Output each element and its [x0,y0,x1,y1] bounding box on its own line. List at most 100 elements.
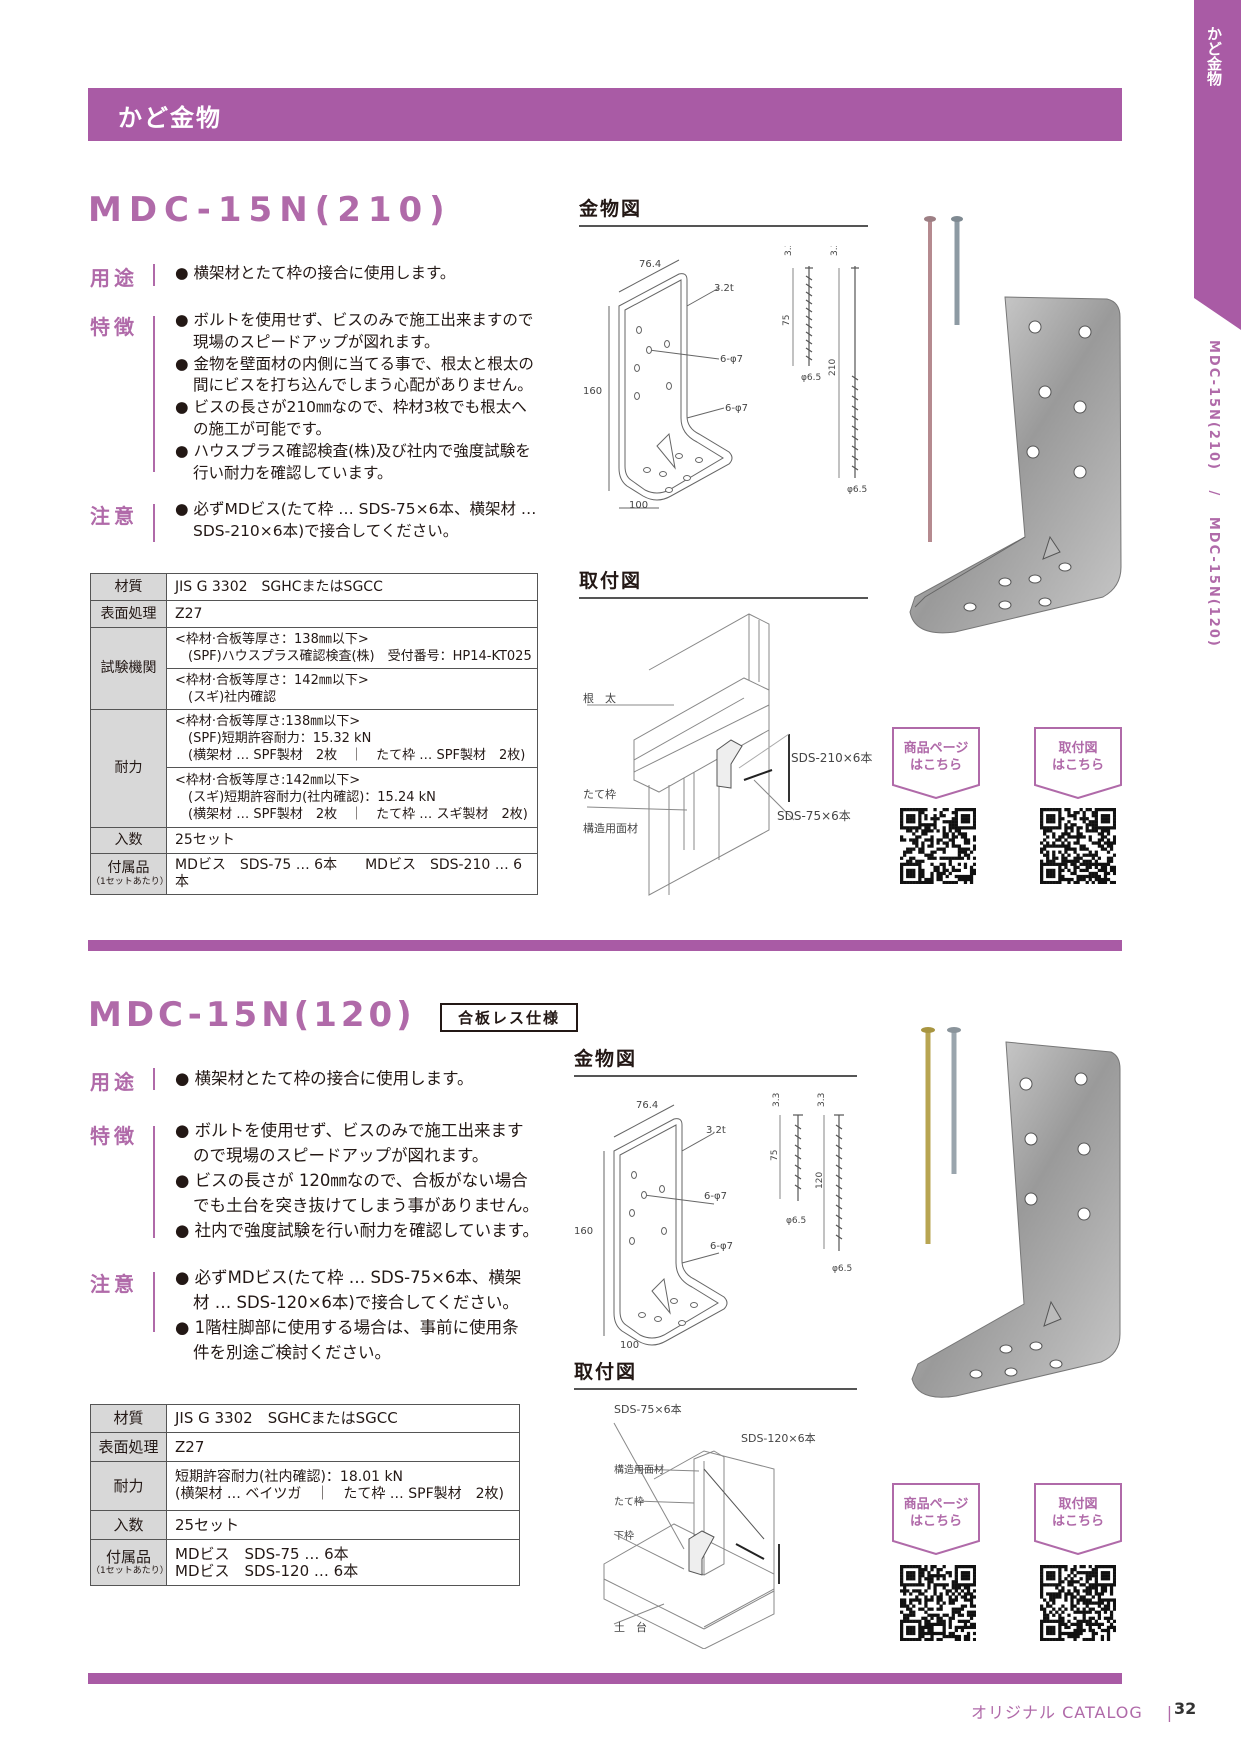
qr-module [1079,1610,1083,1614]
qr-module [1076,1601,1080,1605]
qr-module [1073,814,1077,818]
qr-module [1046,853,1050,857]
qr-module [1049,814,1053,818]
qr-module [969,1616,974,1620]
qr-module [1073,868,1077,873]
qr-module [939,1574,943,1578]
qr-module [906,1589,910,1593]
qr-module [1106,826,1111,830]
qr-module [1097,1601,1101,1605]
qr-module [936,829,940,833]
side-tab[interactable] [1194,0,1241,330]
qr-module [1040,1568,1044,1572]
qr-module [903,1616,907,1620]
qr-module [1079,844,1083,848]
qr-module [954,868,958,873]
qr-module [1085,817,1089,821]
qr-module [972,1613,976,1617]
qr-module [960,847,965,851]
qr-module [1043,1637,1047,1641]
qr-module [963,820,968,824]
qr-module [903,1619,907,1623]
qr-module [927,880,931,884]
qr-module [900,835,904,839]
qr-module [1070,1592,1074,1596]
qr-module [1046,871,1050,876]
qr-module [963,1598,968,1602]
qr-module [1067,1583,1071,1587]
qr-module [951,865,955,869]
qr-module [1046,1565,1050,1569]
qr-module [1040,859,1044,863]
qr-code[interactable] [1040,1565,1116,1641]
qr-module [1073,823,1077,827]
qr-module [966,847,971,851]
qr-module [1046,844,1050,848]
qr-module [906,820,910,824]
qr-module [969,808,974,812]
qr-module [1076,1592,1080,1596]
qr-module [903,1604,907,1608]
qr-module [1082,874,1086,879]
qr-module [909,1607,913,1611]
spec-header-accessories: 付属品（1セットあたり） [90,1539,169,1586]
qr-module [1055,1586,1059,1590]
qr-module [1058,844,1062,848]
qr-module [1076,1631,1080,1636]
qr-module [963,865,968,869]
side-tab-label: かど金物 [1205,26,1223,86]
mount-diagram-link[interactable]: 取付図 はこちら [1034,727,1122,799]
qr-module [1055,1595,1059,1599]
qr-module [1112,820,1116,824]
qr-module [972,838,976,842]
qr-module [1070,1577,1074,1581]
qr-module [909,1598,913,1602]
qr-module [1094,826,1098,830]
qr-module [966,1598,971,1602]
qr-module [936,841,940,845]
qr-module [903,853,907,857]
dim-diameter: φ6.5 [786,1216,806,1226]
qr-module [942,1574,946,1578]
qr-module [1040,1577,1044,1581]
qr-module [1103,847,1108,851]
qr-module [1061,853,1065,857]
qr-module [930,1616,934,1620]
qr-module [1106,850,1111,854]
qr-module [966,1631,971,1636]
qr-module [1088,859,1092,863]
qr-code[interactable] [900,1565,976,1641]
qr-module [1088,862,1092,866]
qr-module [1088,820,1092,824]
page-number: 32 [1174,1699,1197,1718]
product-page-link[interactable]: 商品ページ はこちら [892,1483,980,1555]
qr-module [960,1619,965,1623]
qr-module [912,832,916,836]
qr-module [1079,1622,1083,1626]
qr-module [1067,835,1071,839]
qr-module [1097,1616,1101,1620]
qr-module [1061,832,1065,836]
qr-module [930,1628,934,1633]
qr-module [1091,862,1095,866]
qr-module [945,1583,949,1587]
product-page-link[interactable]: 商品ページ はこちら [892,727,980,799]
qr-code[interactable] [900,808,976,884]
qr-module [921,871,925,876]
qr-module [1088,823,1092,827]
spec-header: 試験機関 [90,627,167,710]
mount-diagram-link[interactable]: 取付図 はこちら [1034,1483,1122,1555]
qr-module [1046,1628,1050,1633]
qr-module [936,868,940,873]
qr-module [903,1598,907,1602]
qr-module [1103,814,1108,818]
qr-module [1070,859,1074,863]
qr-module [936,1583,940,1587]
qr-code[interactable] [1040,808,1116,884]
qr-module [1073,862,1077,866]
qr-module [972,811,976,815]
qr-module [957,1583,961,1587]
qr-module [1109,826,1114,830]
qr-module [1094,811,1098,815]
qr-module [1100,1622,1105,1626]
